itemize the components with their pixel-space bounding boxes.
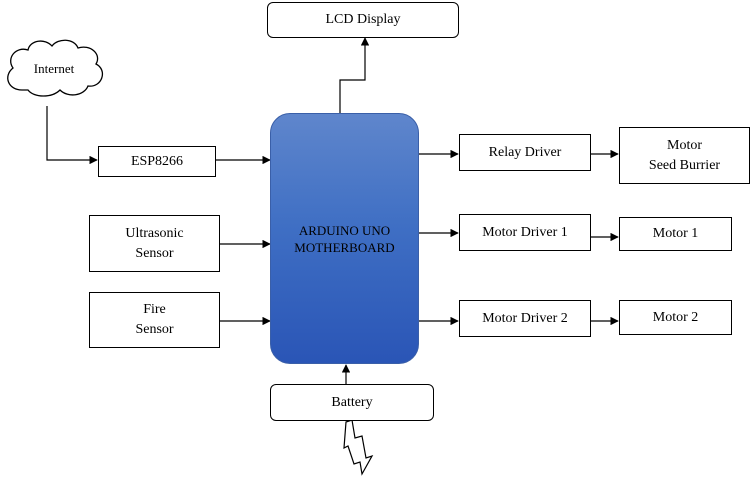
motor-1-block: Motor 1 bbox=[619, 217, 732, 251]
motor-2-block: Motor 2 bbox=[619, 300, 732, 335]
arduino-label-line2: MOTHERBOARD bbox=[294, 239, 395, 255]
ultrasonic-label-line2: Sensor bbox=[135, 245, 174, 261]
fire-label-line2: Sensor bbox=[135, 322, 174, 337]
lcd-display-block: LCD Display bbox=[267, 2, 459, 38]
motor-seed-label-line2: Seed Burrier bbox=[648, 157, 721, 173]
ultrasonic-label-line1: Ultrasonic bbox=[125, 225, 184, 241]
motor-seed-burrier-block: Motor Seed Burrier bbox=[619, 127, 750, 184]
ultrasonic-sensor-block: Ultrasonic Sensor bbox=[89, 215, 220, 272]
internet-label: Internet bbox=[33, 61, 75, 76]
esp8266-label: ESP8266 bbox=[130, 153, 184, 169]
motor-2-label: Motor 2 bbox=[652, 309, 699, 325]
relay-driver-label: Relay Driver bbox=[488, 144, 562, 160]
esp8266-block: ESP8266 bbox=[98, 146, 216, 177]
motor-driver-2-label: Motor Driver 2 bbox=[482, 310, 568, 326]
motor-driver-1-block: Motor Driver 1 bbox=[459, 214, 591, 251]
arduino-label-line1: ARDUINO UNO bbox=[298, 222, 391, 238]
lcd-display-label: LCD Display bbox=[325, 12, 401, 27]
fire-sensor-block: Fire Sensor bbox=[89, 292, 220, 348]
motor-1-label: Motor 1 bbox=[652, 226, 699, 241]
arduino-uno-block: ARDUINO UNO MOTHERBOARD bbox=[270, 113, 419, 364]
motor-driver-1-label: Motor Driver 1 bbox=[482, 224, 568, 240]
connector-arduino-lcd bbox=[339, 37, 370, 113]
motor-driver-2-block: Motor Driver 2 bbox=[459, 300, 591, 337]
fire-label-line1: Fire bbox=[143, 302, 166, 317]
relay-driver-block: Relay Driver bbox=[459, 134, 591, 171]
battery-block: Battery bbox=[270, 384, 434, 421]
battery-label: Battery bbox=[331, 394, 373, 410]
internet-cloud-icon bbox=[7, 39, 104, 97]
connector-internet-esp bbox=[46, 106, 98, 165]
lightning-bolt-icon bbox=[343, 419, 374, 476]
motor-seed-label-line1: Motor bbox=[667, 137, 702, 153]
